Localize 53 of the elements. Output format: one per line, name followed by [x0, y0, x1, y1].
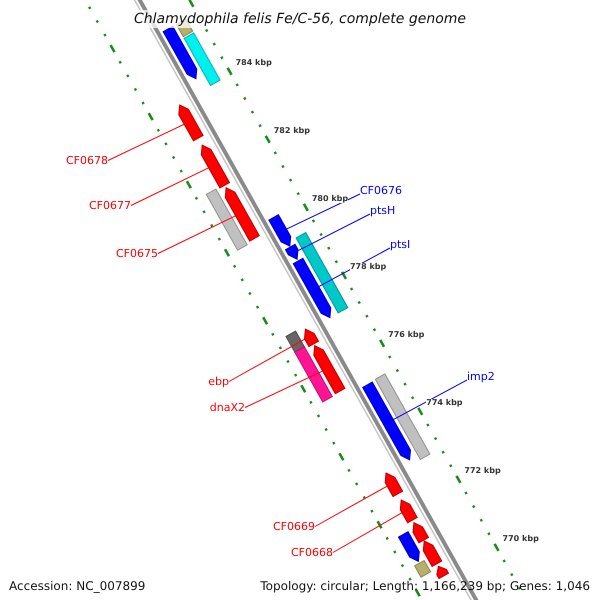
gene-label: imp2: [467, 371, 495, 382]
leader-line: [228, 338, 306, 382]
gene-block: [178, 104, 204, 142]
leader-line: [332, 512, 403, 553]
scale-label: 772 kbp: [464, 467, 501, 476]
accession-text: Accession: NC_007899: [9, 580, 146, 592]
gene-label: CF0669: [272, 521, 315, 532]
gene-block: [162, 26, 198, 80]
gene-label: dnaX2: [210, 402, 245, 413]
scale-label: 770 kbp: [502, 535, 539, 544]
gene-label: CF0675: [116, 248, 158, 259]
scale-label: 780 kbp: [312, 195, 348, 204]
scale-label: 776 kbp: [388, 331, 424, 340]
gene-label: CF0668: [290, 547, 333, 558]
gene-block: [206, 188, 248, 251]
gene-block: [412, 522, 430, 544]
leader-line: [130, 167, 210, 206]
gene-block: [304, 328, 320, 348]
leader-line: [286, 194, 360, 230]
scale-label: 774 kbp: [426, 399, 463, 408]
gene-block: [400, 499, 418, 524]
gene-block: [422, 540, 442, 568]
scale-label: 778 kbp: [350, 263, 386, 272]
gene-block: [292, 258, 332, 318]
leader-line: [158, 215, 236, 254]
gene-label: CF0676: [360, 185, 402, 196]
gene-block: [224, 187, 260, 242]
leader-line: [392, 380, 468, 420]
gene-label: CF0678: [66, 155, 108, 166]
gene-block: [295, 232, 348, 314]
gene-block: [200, 144, 230, 189]
gene-block: [183, 32, 221, 86]
gene-block: [362, 381, 412, 461]
leader-line: [108, 124, 185, 161]
gene-label: CF0677: [88, 200, 131, 211]
scale-label: 784 kbp: [236, 59, 272, 68]
gene-block: [284, 244, 299, 260]
scale-label: 782 kbp: [274, 127, 310, 136]
gene-block: [436, 566, 450, 580]
gene-label: ebp: [208, 376, 229, 387]
gene-label: ptsI: [390, 239, 410, 250]
genome-info-text: Topology: circular; Length: 1,166,239 bp; Genes: 1,046: [260, 580, 590, 592]
gene-block: [285, 330, 306, 353]
gene-block: [398, 531, 420, 562]
gene-block: [294, 346, 333, 403]
gene-block: [414, 560, 432, 578]
gene-label: ptsH: [370, 205, 396, 216]
gene-block: [313, 344, 346, 394]
gene-block: [384, 472, 404, 498]
leader-line: [314, 486, 388, 527]
gene-block: [268, 214, 292, 247]
leader-line: [298, 214, 370, 251]
leader-line: [244, 370, 324, 408]
